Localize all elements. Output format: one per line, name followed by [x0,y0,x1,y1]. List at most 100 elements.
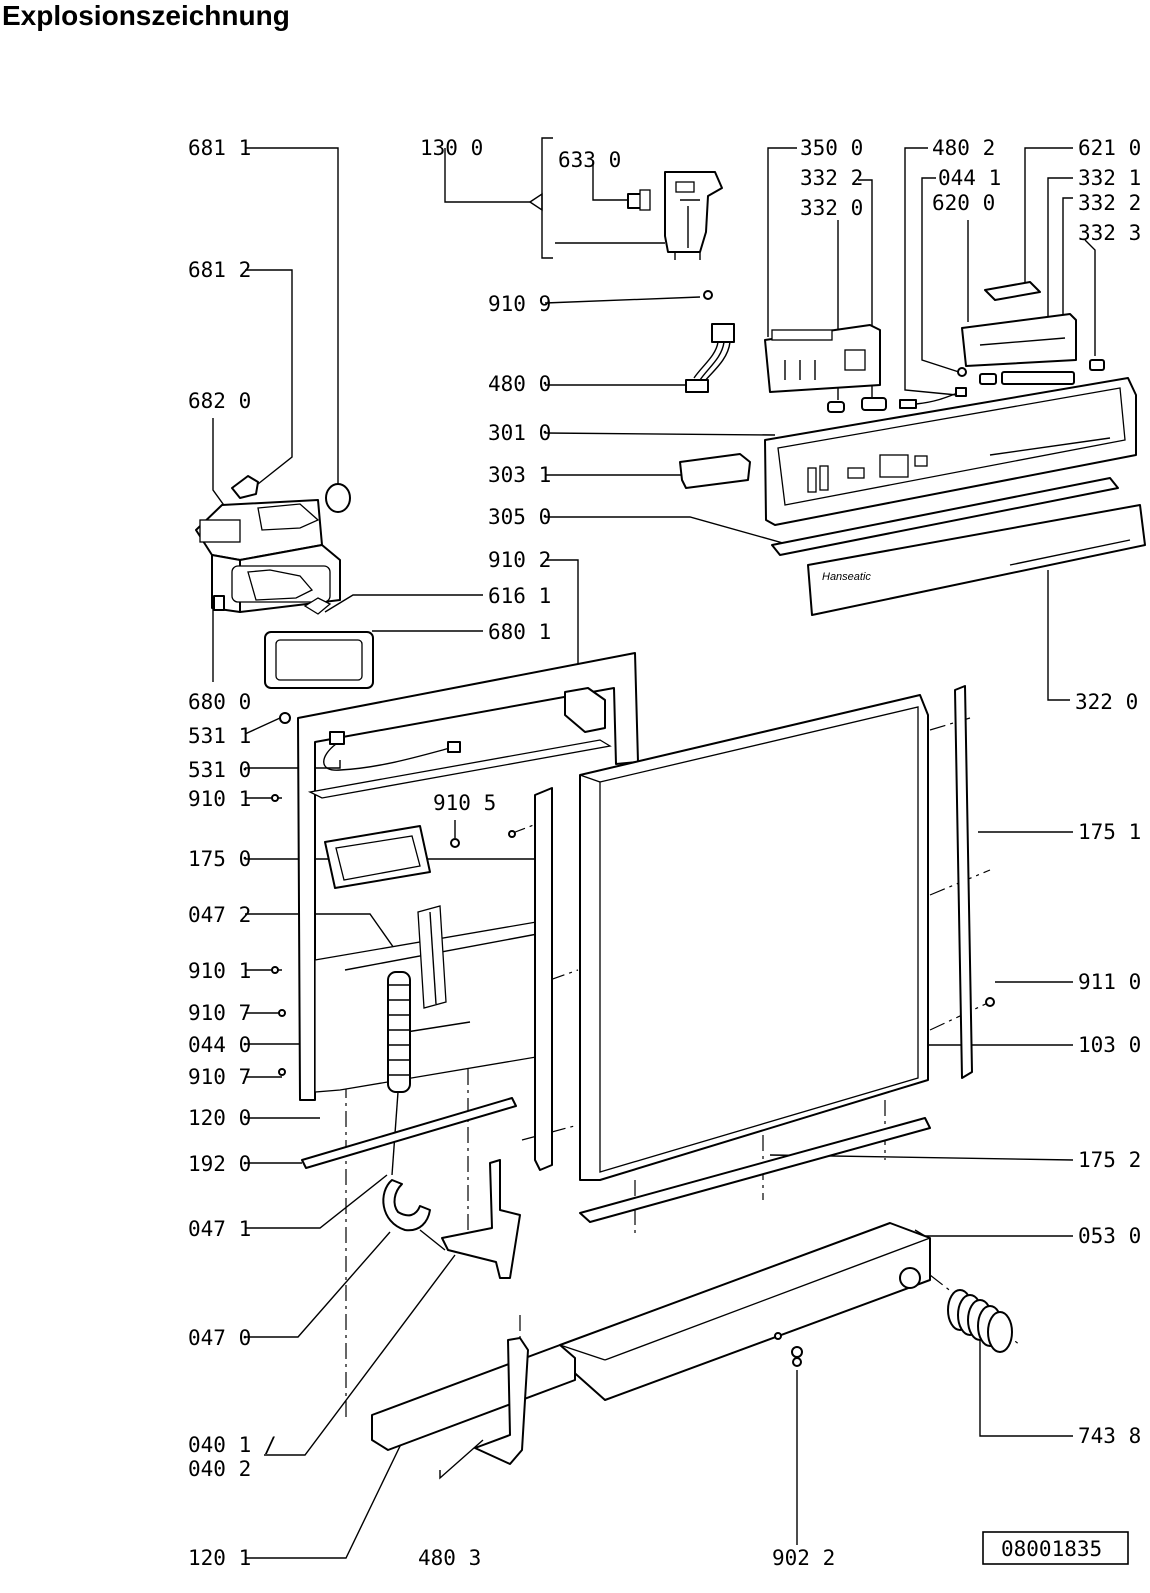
label-130-0: 130 0 [420,136,483,160]
label-044-1: 044 1 [938,166,1001,190]
label-040-2: 040 2 [188,1457,251,1481]
label-910-1: 910 1 [188,787,251,811]
label-480-2: 480 2 [932,136,995,160]
label-103-0: 103 0 [1078,1033,1141,1057]
label-910-7-b: 910 7 [188,1065,251,1089]
label-910-2: 910 2 [488,548,551,572]
label-633-0: 633 0 [558,148,621,172]
label-350-0: 350 0 [800,136,863,160]
connector-480-2 [899,399,917,409]
label-120-1: 120 1 [188,1546,251,1570]
label-175-2: 175 2 [1078,1148,1141,1172]
screw-911-0 [985,997,995,1007]
label-332-3: 332 3 [1078,221,1141,245]
hinge-plate [441,1159,521,1279]
label-301-0: 301 0 [488,421,551,445]
label-480-0: 480 0 [488,372,551,396]
key-module-620-0 [961,313,1077,367]
outer-door-103-0 [579,694,929,1181]
switch-633-0 [627,189,651,211]
plate-120-1 [371,1344,576,1451]
label-332-0: 332 0 [800,196,863,220]
cable-531-0 [323,731,461,771]
page-title: Explosionszeichnung [2,0,290,31]
label-910-7: 910 7 [188,1001,251,1025]
screw-910-7a [278,1009,286,1017]
label-120-0: 120 0 [188,1106,251,1130]
label-480-3: 480 3 [418,1546,481,1570]
label-322-0: 322 0 [1075,690,1138,714]
label-175-1: 175 1 [1078,820,1141,844]
window-175-0 [324,825,431,889]
drawing-number: 08001835 [1001,1537,1102,1561]
fascia-322-0: Hanseatic [807,504,1146,616]
bracket-130-0 [664,171,723,260]
drawing-number-box: 08001835 [982,1531,1129,1565]
label-303-1: 303 1 [488,463,551,487]
cap-681-1 [325,483,351,513]
bottom-trim-175-2 [579,1117,931,1223]
label-332-2: 332 2 [1078,191,1141,215]
coil-743-8 [947,1289,1013,1353]
components: Hanseatic [195,171,1146,1465]
button-332-2a [861,397,887,411]
brand-mark: Hanseatic [822,571,871,583]
label-621-0: 621 0 [1078,136,1141,160]
label-910-5: 910 5 [433,791,496,815]
screw-902-2 [791,1346,803,1367]
strip-305-0 [771,477,1119,556]
label-305-0: 305 0 [488,505,551,529]
label-332-2-top: 332 2 [800,166,863,190]
label-910-9: 910 9 [488,292,551,316]
part-044-1 [957,367,967,377]
label-044-0: 044 0 [188,1033,251,1057]
label-682-0: 682 0 [188,389,251,413]
label-681-2: 681 2 [188,258,251,282]
label-680-1: 680 1 [488,620,551,644]
side-trim-left [534,787,553,1171]
label-053-0: 053 0 [1078,1224,1141,1248]
label-902-2: 902 2 [772,1546,835,1570]
label-616-1: 616 1 [488,584,551,608]
label-332-1: 332 1 [1078,166,1141,190]
screw-910-9 [703,290,713,300]
leader-lines [212,137,1096,1559]
control-board-350-0 [764,324,881,393]
bracket-480-3 [474,1337,529,1465]
label-175-0: 175 0 [188,847,251,871]
spring-044-0 [387,971,411,1176]
gasket-680-1 [264,631,374,689]
bracket-910-2 [564,687,606,733]
label-743-8: 743 8 [1078,1424,1141,1448]
kick-plate-053-0 [559,1222,931,1401]
label-911-0: 911 0 [1078,970,1141,994]
label-047-1: 047 1 [188,1217,251,1241]
label-040-1: 040 1 / [188,1433,277,1457]
board-621-0 [984,281,1041,301]
key-buttons-332-1 [979,359,1105,385]
label-531-0: 531 0 [188,758,251,782]
screw-910-1b [271,966,279,974]
button-332-0 [827,401,845,413]
hook-047-0 [382,1179,431,1232]
channel-guide [417,905,447,1009]
label-047-2: 047 2 [188,903,251,927]
screw-531-1 [279,712,291,724]
detergent-dispenser-680-0 [195,499,341,615]
screw-910-1a [271,794,279,802]
label-531-1: 531 1 [188,724,251,748]
control-panel-301-0 [764,377,1137,526]
label-910-1-b: 910 1 [188,959,251,983]
part-labels: 681 1 130 0 633 0 350 0 480 2 621 0 332 … [188,136,1141,1570]
handle-303-1 [679,453,751,489]
screw-910-7b [278,1068,286,1076]
label-681-1: 681 1 [188,136,251,160]
screw-910-5 [450,838,460,848]
side-trim-175-1 [954,685,973,1079]
screw-side [508,830,516,838]
strip-192-0 [301,1097,517,1169]
harness-480-0 [685,323,735,393]
label-192-0: 192 0 [188,1152,251,1176]
clip-681-2 [231,475,259,499]
